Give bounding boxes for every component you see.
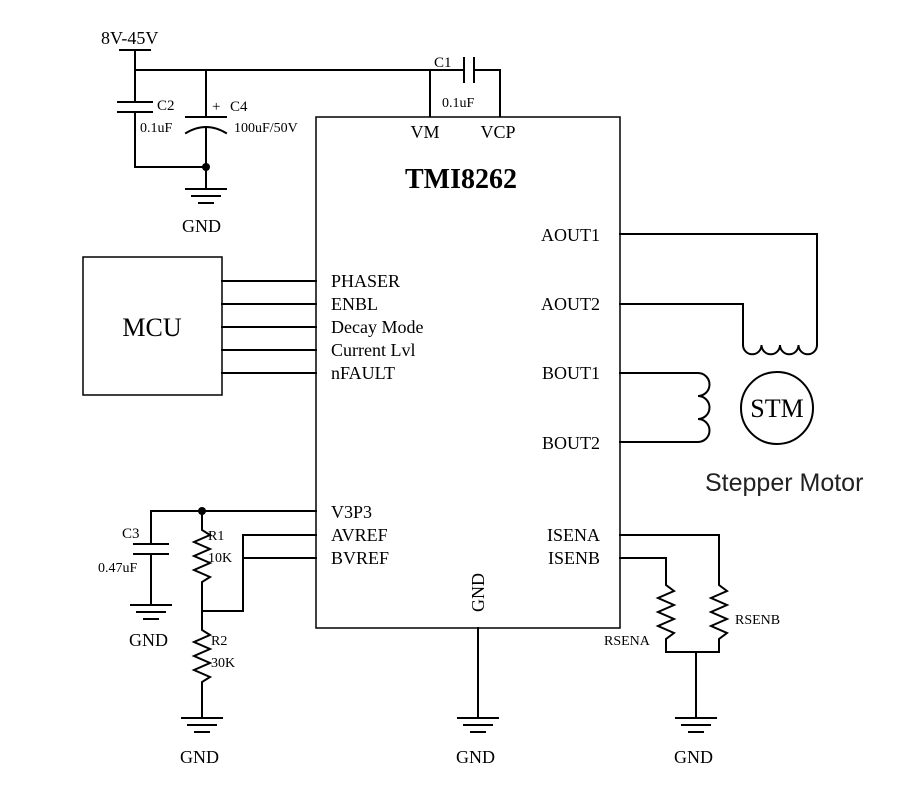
mcu-block: MCU bbox=[82, 256, 317, 396]
pin-aout2-label: AOUT2 bbox=[541, 294, 600, 314]
coil-b bbox=[696, 371, 711, 444]
ground-symbol bbox=[185, 188, 227, 204]
stepper-motor-label: STM bbox=[750, 394, 803, 423]
capacitor-c1 bbox=[463, 57, 475, 83]
c4-polarity-mark: + bbox=[212, 99, 220, 115]
ground-symbol bbox=[181, 717, 223, 733]
supply-network: 8V-45V C1 0.1uF C2 0.1uF + C4 1 bbox=[101, 28, 501, 236]
avref-wire bbox=[201, 534, 317, 612]
c4-name: C4 bbox=[230, 99, 248, 115]
pin-decay-mode-label: Decay Mode bbox=[331, 317, 423, 337]
pin-bvref-label: BVREF bbox=[331, 548, 389, 568]
aout2-wire bbox=[619, 303, 744, 346]
ground-symbol bbox=[130, 604, 172, 620]
r1-name: R1 bbox=[208, 529, 224, 544]
gnd-label: GND bbox=[129, 630, 168, 650]
mcu-body bbox=[82, 256, 223, 396]
reference-divider-network: C3 0.47uF GND R1 10K R2 30K GND bbox=[98, 507, 317, 767]
coil-a bbox=[741, 343, 819, 356]
pin-phaser-label: PHASER bbox=[331, 271, 400, 291]
gnd-label: GND bbox=[182, 216, 221, 236]
pin-bout1-label: BOUT1 bbox=[542, 363, 600, 383]
capacitor-c4 bbox=[184, 69, 228, 190]
pin-current-level-label: Current Lvl bbox=[331, 340, 415, 360]
pin-bout2-label: BOUT2 bbox=[542, 433, 600, 453]
stepper-motor-caption: Stepper Motor bbox=[705, 469, 863, 497]
stepper-motor-symbol bbox=[740, 371, 814, 445]
capacitor-c2 bbox=[117, 101, 153, 168]
gnd-label: GND bbox=[180, 747, 219, 767]
driver-ic: TMI8262 VM VCP PHASER ENBL Decay Mode Cu… bbox=[315, 116, 621, 629]
pin-vm-label: VM bbox=[410, 122, 439, 142]
c1-name: C1 bbox=[434, 55, 452, 71]
resistor-rsenb bbox=[708, 580, 730, 653]
capacitor-c3 bbox=[133, 510, 169, 606]
gnd-label: GND bbox=[674, 747, 713, 767]
c3-name: C3 bbox=[122, 526, 140, 542]
pin-isena-label: ISENA bbox=[547, 525, 600, 545]
resistor-rsena bbox=[655, 580, 677, 653]
isenb-wire bbox=[619, 557, 667, 582]
pin-nfault-label: nFAULT bbox=[331, 363, 395, 383]
resistor-r1 bbox=[191, 510, 213, 612]
ground-symbol bbox=[675, 717, 717, 733]
c2-name: C2 bbox=[157, 98, 175, 114]
pin-aout1-label: AOUT1 bbox=[541, 225, 600, 245]
rsena-name: RSENA bbox=[604, 634, 651, 649]
pin-gnd-label: GND bbox=[468, 573, 488, 612]
pin-isenb-label: ISENB bbox=[548, 548, 600, 568]
pin-enbl-label: ENBL bbox=[331, 294, 378, 314]
r2-value: 30K bbox=[211, 656, 235, 671]
c1-value: 0.1uF bbox=[442, 96, 475, 111]
c3-value: 0.47uF bbox=[98, 561, 138, 576]
ground-symbol bbox=[457, 717, 499, 733]
ic-part-number: TMI8262 bbox=[405, 164, 517, 195]
pin-v3p3-label: V3P3 bbox=[331, 502, 372, 522]
r2-name: R2 bbox=[211, 634, 227, 649]
r1-value: 10K bbox=[208, 551, 232, 566]
aout1-wire bbox=[619, 233, 818, 346]
c2-value: 0.1uF bbox=[140, 121, 173, 136]
junction-dot bbox=[202, 163, 210, 171]
ic-ground-network: GND bbox=[456, 627, 499, 767]
gnd-label: GND bbox=[456, 747, 495, 767]
resistor-r2 bbox=[191, 610, 213, 719]
pin-vcp-label: VCP bbox=[480, 122, 515, 142]
supply-voltage-label: 8V-45V bbox=[101, 28, 158, 48]
c4-value: 100uF/50V bbox=[234, 121, 298, 136]
motor-outputs: STM Stepper Motor bbox=[619, 233, 863, 497]
rsenb-name: RSENB bbox=[735, 613, 780, 628]
isena-wire bbox=[619, 534, 720, 582]
pin-avref-label: AVREF bbox=[331, 525, 388, 545]
mcu-label: MCU bbox=[122, 313, 181, 342]
sense-resistor-network: RSENA RSENB GND bbox=[604, 534, 780, 767]
